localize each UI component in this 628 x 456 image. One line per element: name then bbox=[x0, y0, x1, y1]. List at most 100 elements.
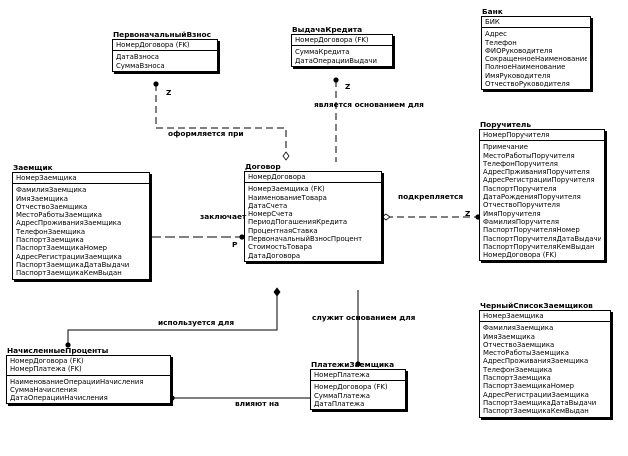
entity-keys: НомерПлатежа bbox=[311, 370, 405, 382]
attr-field: ОтчествоПоручителя bbox=[483, 201, 561, 210]
rel-label-podkreplyaetsya: подкрепляется bbox=[398, 192, 464, 201]
entity-attrs: ФамилияЗаемщика ИмяЗаемщика ОтчествоЗаем… bbox=[480, 322, 610, 416]
entity-box: НомерЗаемщика ФамилияЗаемщика ИмяЗаемщик… bbox=[479, 310, 611, 418]
attr-field: ДатаВзноса bbox=[116, 53, 159, 62]
entity-attrs: ФамилияЗаемщика ИмяЗаемщика ОтчествоЗаем… bbox=[13, 184, 149, 278]
entity-platezhi-zaemshika[interactable]: ПлатежиЗаемщика НомерПлатежа НомерДогово… bbox=[310, 360, 406, 411]
entity-zaemshik[interactable]: Заемщик НомерЗаемщика ФамилияЗаемщика Им… bbox=[12, 163, 150, 280]
attr-field: ПаспортЗаемщика bbox=[483, 374, 551, 383]
entity-box: НомерПоручителя Примечание МестоРаботыПо… bbox=[479, 129, 605, 262]
attr-field: АдресПроживанияЗаемщика bbox=[16, 219, 122, 228]
rel-label-vliyayut: влияют на bbox=[235, 399, 280, 408]
attr-field: МестоРаботыЗаемщика bbox=[16, 211, 102, 220]
attr-field: АдресРегистрацииПоручителя bbox=[483, 176, 595, 185]
entity-attrs: Адрес Телефон ФИОРуководителя Сокращенно… bbox=[482, 28, 590, 89]
attr-field: ДатаРожденияПоручителя bbox=[483, 193, 581, 202]
attr-field: Адрес bbox=[485, 30, 507, 39]
entity-keys: НомерДоговора (FK) bbox=[292, 35, 392, 47]
entity-box: НомерЗаемщика ФамилияЗаемщика ИмяЗаемщик… bbox=[12, 172, 150, 280]
entity-attrs: НаименованиеОперацииНачисления СуммаНачи… bbox=[7, 376, 170, 404]
key-field: НомерЗаемщика bbox=[16, 174, 77, 182]
attr-field: НомерДоговора (FK) bbox=[314, 383, 388, 392]
dot-platezhi bbox=[355, 361, 361, 367]
attr-field: МестоРаботыПоручителя bbox=[483, 151, 575, 160]
rel-label-zaklyuchaet: заключает bbox=[200, 212, 247, 221]
attr-field: СуммаПлатежа bbox=[314, 391, 370, 400]
attr-field: НомерЗаемщика (FK) bbox=[248, 185, 325, 194]
attr-field: НаименованиеОперацииНачисления bbox=[10, 377, 144, 386]
entity-title: Банк bbox=[482, 7, 503, 16]
attr-field: ПаспортЗаемщикаДатаВыдачи bbox=[483, 398, 597, 407]
entity-vydacha-kredita[interactable]: ВыдачаКредита НомерДоговора (FK) СуммаКр… bbox=[291, 25, 393, 67]
attr-field: СокращенноеНаименование bbox=[485, 55, 587, 64]
entity-cherny-spisok[interactable]: ЧерныйСписокЗаемщиков НомерЗаемщика Фами… bbox=[479, 301, 611, 418]
attr-field: ПроцентнаяСтавка bbox=[248, 226, 318, 235]
entity-title: Заемщик bbox=[13, 163, 53, 172]
attr-field: ПаспортЗаемщикаНомер bbox=[483, 382, 574, 391]
attr-field: ОтчествоРуководителя bbox=[485, 80, 570, 89]
entity-bank[interactable]: Банк БИК Адрес Телефон ФИОРуководителя С… bbox=[481, 7, 591, 91]
rel-label-oformlyaetsya: оформляется при bbox=[168, 129, 244, 138]
attr-field: ИмяРуководителя bbox=[485, 71, 551, 80]
attr-field: ОтчествоЗаемщика bbox=[483, 340, 555, 349]
entity-box: НомерПлатежа НомерДоговора (FK) СуммаПла… bbox=[310, 369, 406, 411]
dot-vydacha bbox=[333, 77, 339, 83]
line-vznos-dogovor bbox=[155, 84, 287, 154]
key-field: НомерЗаемщика bbox=[483, 312, 544, 320]
dot-procenty bbox=[65, 342, 71, 348]
attr-field: СуммаНачисления bbox=[10, 385, 78, 394]
attr-field: СуммаКредита bbox=[295, 48, 350, 57]
entity-title: ВыдачаКредита bbox=[292, 25, 363, 34]
key-field: НомерДоговора (FK) bbox=[10, 357, 84, 365]
cardinality-z-vydacha: Z bbox=[345, 82, 351, 91]
diamond-dogovor-bottom bbox=[273, 287, 281, 297]
attr-field: ОтчествоЗаемщика bbox=[16, 202, 88, 211]
entity-box: НомерДоговора (FK) СуммаКредита ДатаОпер… bbox=[291, 34, 393, 67]
attr-field: НаименованиеТовара bbox=[248, 193, 327, 202]
key-field: НомерДоговора (FK) bbox=[295, 36, 369, 44]
attr-field: ПервоначальныйВзносПроцент bbox=[248, 235, 363, 244]
attr-field: ФИОРуководителя bbox=[485, 46, 553, 55]
attr-field: ИмяПоручителя bbox=[483, 209, 541, 218]
entity-poruchitel[interactable]: Поручитель НомерПоручителя Примечание Ме… bbox=[479, 120, 605, 262]
entity-keys: НомерДоговора (FK) bbox=[113, 40, 217, 52]
attr-field: ПериодПогашенияКредита bbox=[248, 218, 348, 227]
attr-field: ПаспортЗаемщикаДатаВыдачи bbox=[16, 260, 130, 269]
attr-field: АдресПрживанияПоручителя bbox=[483, 168, 590, 177]
dot-vznos bbox=[153, 81, 159, 87]
rel-label-yavlyaetsya: является основанием для bbox=[314, 100, 424, 109]
entity-title: НачисленныеПроценты bbox=[7, 346, 109, 355]
cardinality-z-poruchitel: Z bbox=[465, 209, 471, 218]
attr-field: ИмяЗаемщика bbox=[483, 332, 535, 341]
entity-attrs: НомерДоговора (FK) СуммаПлатежа ДатаПлат… bbox=[311, 381, 405, 409]
entity-keys: НомерДоговора (FK) НомерПлатежа (FK) bbox=[7, 356, 170, 376]
entity-pervonachalny-vznos[interactable]: ПервоначальныйВзнос НомерДоговора (FK) Д… bbox=[112, 30, 218, 72]
key-field: БИК bbox=[485, 18, 500, 26]
attr-field: СуммаВзноса bbox=[116, 61, 165, 70]
entity-keys: НомерПоручителя bbox=[480, 130, 604, 142]
key-field: НомерПоручителя bbox=[483, 131, 550, 139]
attr-field: ФамилияЗаемщика bbox=[483, 324, 554, 333]
attr-field: ПаспортЗаемщикаКемВыдан bbox=[16, 269, 122, 278]
attr-field: АдресПроживанияЗаемщика bbox=[483, 357, 589, 366]
cardinality-z-vznos: Z bbox=[166, 88, 172, 97]
attr-field: НомерДоговора (FK) bbox=[483, 251, 557, 260]
dot-zaemshik bbox=[239, 234, 245, 240]
entity-nachislennye-procenty[interactable]: НачисленныеПроценты НомерДоговора (FK) Н… bbox=[6, 346, 171, 405]
entity-box: БИК Адрес Телефон ФИОРуководителя Сокращ… bbox=[481, 16, 591, 91]
entity-keys: НомерЗаемщика bbox=[13, 173, 149, 185]
attr-field: АдресРегистрацииЗаемщика bbox=[16, 252, 122, 261]
line-dogovor-procenty bbox=[67, 290, 278, 345]
diamond-dogovor-top bbox=[282, 151, 290, 161]
attr-field: ПаспортПоручителяНомер bbox=[483, 226, 580, 235]
entity-dogovor[interactable]: Договор НомерДоговора НомерЗаемщика (FK)… bbox=[244, 162, 382, 262]
attr-field: ПаспортПоручителяДатаВыдачи bbox=[483, 234, 601, 243]
entity-box: НомерДоговора (FK) ДатаВзноса СуммаВзнос… bbox=[112, 39, 218, 72]
rel-label-ispolzuetsya: используется для bbox=[158, 318, 235, 327]
attr-field: ПаспортЗаемщикаНомер bbox=[16, 244, 107, 253]
key-field: НомерДоговора (FK) bbox=[116, 41, 190, 49]
entity-title: Поручитель bbox=[480, 120, 532, 129]
attr-field: ДатаПлатежа bbox=[314, 399, 365, 408]
entity-title: Договор bbox=[245, 162, 281, 171]
